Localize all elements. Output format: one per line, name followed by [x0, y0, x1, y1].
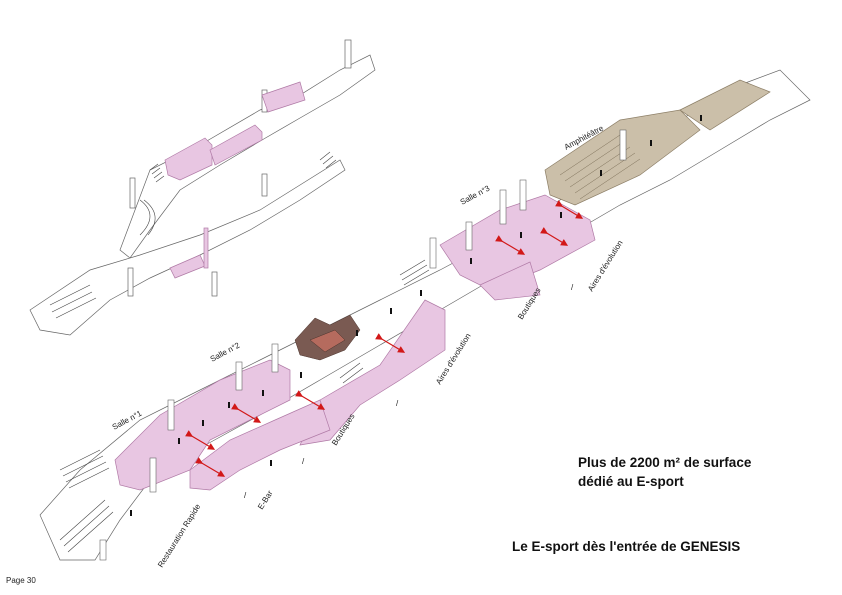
columns	[99, 129, 627, 561]
amphitheatre-steps	[559, 134, 641, 200]
upper-level-axonometry	[29, 39, 376, 336]
label-restauration-rapide: Restauration Rapide	[156, 502, 203, 569]
page-number: Page 30	[6, 576, 36, 585]
label-separator: /	[396, 399, 399, 408]
label-separator: /	[244, 491, 247, 500]
tagline: Le E-sport dès l'entrée de GENESIS	[512, 539, 741, 554]
label-aires-evolution-2: Aires d'évolution	[586, 239, 625, 293]
upper-stairs	[49, 151, 337, 319]
entrance-stairs	[59, 259, 430, 553]
esport-zone-middle	[299, 299, 446, 446]
headline-block: Plus de 2200 m² de surface dédié au E-sp…	[578, 453, 751, 491]
headline-line-1: Plus de 2200 m² de surface	[578, 455, 752, 470]
label-salle-2: Salle n°2	[209, 340, 242, 363]
circulation-arrows	[185, 200, 584, 477]
headline-line-2: dédié au E-sport	[578, 474, 684, 489]
floating-sculpture	[294, 314, 361, 361]
label-separator: /	[571, 283, 574, 292]
label-separator: /	[302, 457, 305, 466]
label-salle-3: Salle n°3	[459, 183, 492, 206]
label-e-bar: E-Bar	[256, 489, 275, 511]
upper-esport-zone	[164, 81, 306, 279]
